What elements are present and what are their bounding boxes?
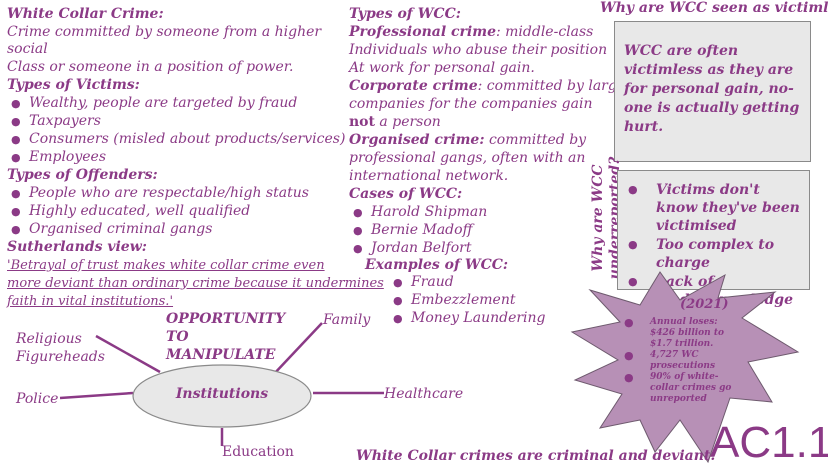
- list-item: Consumers (misled about products/service…: [7, 131, 352, 148]
- list-item: Bernie Madoff: [349, 222, 601, 239]
- list-item: Taxpayers: [7, 113, 352, 130]
- corporate-crime-2: companies for the companies gain: [349, 96, 593, 112]
- opportunity-line-2: TO: [166, 329, 189, 345]
- organised-crime-text: committed by: [484, 132, 587, 148]
- list-item: Fraud: [389, 274, 601, 291]
- corporate-not: not: [349, 114, 375, 130]
- institutions-ellipse: [132, 364, 312, 428]
- wcc-definition-2: Class or someone in a position of power.: [7, 59, 294, 75]
- professional-crime-3: At work for personal gain.: [349, 60, 535, 76]
- wcc-definition-1: Crime committed by someone from a higher…: [7, 24, 322, 57]
- sutherland-quote-1: 'Betrayal of trust makes white collar cr…: [7, 258, 325, 273]
- offenders-list: People who are respectable/high status H…: [7, 185, 352, 238]
- healthcare-label: Healthcare: [384, 386, 464, 402]
- list-item: Highly educated, well qualified: [7, 203, 352, 220]
- list-item: Money Laundering: [389, 310, 601, 327]
- list-item: Victims don't know they've been victimis…: [624, 181, 805, 235]
- opportunity-heading: OPPORTUNITY TO MANIPULATE: [166, 310, 285, 364]
- middle-column: Types of WCC: Professional crime: middle…: [349, 6, 625, 327]
- professional-crime: Professional crime: middle-class: [349, 24, 601, 41]
- organised-crime-2: professional gangs, often with an: [349, 150, 586, 166]
- list-item: Too complex to charge: [624, 236, 805, 272]
- list-item: 4,727 WC prosecutions: [620, 350, 740, 372]
- professional-crime-2: Individuals who abuse their position: [349, 42, 608, 58]
- list-item: Embezzlement: [389, 292, 601, 309]
- list-item: 90% of white-collar crimes go unreported: [620, 372, 740, 405]
- opportunity-line-3: MANIPULATE: [166, 347, 276, 363]
- left-column: White Collar Crime: Crime committed by s…: [7, 6, 384, 310]
- wcc-title: White Collar Crime:: [7, 6, 164, 22]
- list-item: Organised criminal gangs: [7, 221, 352, 238]
- types-of-wcc-title: Types of WCC:: [349, 6, 461, 22]
- list-item: Harold Shipman: [349, 204, 601, 221]
- victimless-answer-box: WCC are often victimless as they are for…: [614, 21, 811, 162]
- section-code: AC1.1: [710, 418, 828, 467]
- cases-title: Cases of WCC:: [349, 186, 463, 202]
- organised-crime-3: international network.: [349, 168, 509, 184]
- victims-title: Types of Victims:: [7, 77, 140, 93]
- religious-label: Religious Figureheads: [16, 330, 105, 366]
- victimless-answer: WCC are often victimless as they are for…: [624, 43, 800, 135]
- list-item: People who are respectable/high status: [7, 185, 352, 202]
- stats-year: (2021): [680, 297, 729, 312]
- religious-line-1: Religious: [16, 331, 82, 347]
- stats-list: Annual loses: $426 billion to $1.7 trill…: [620, 317, 740, 405]
- list-item: Employees: [7, 149, 352, 166]
- list-item: Annual loses: $426 billion to $1.7 trill…: [620, 317, 740, 350]
- institutions-label: Institutions: [175, 386, 269, 402]
- corporate-crime-3: not a person: [349, 114, 601, 131]
- family-label: Family: [323, 312, 371, 328]
- cases-list: Harold Shipman Bernie Madoff Jordan Belf…: [349, 204, 601, 257]
- professional-crime-label: Professional crime: [349, 24, 496, 40]
- examples-list: Fraud Embezzlement Money Laundering: [389, 274, 601, 327]
- organised-crime: Organised crime: committed by: [349, 132, 601, 149]
- religious-line-2: Figureheads: [16, 349, 105, 365]
- corporate-crime-text: : committed by large: [477, 78, 626, 94]
- sutherland-quote-3: faith in vital institutions.': [7, 294, 174, 309]
- corporate-crime: Corporate crime: committed by large: [349, 78, 625, 95]
- police-label: Police: [16, 391, 59, 407]
- offenders-title: Types of Offenders:: [7, 167, 158, 183]
- corporate-crime-text-3: a person: [374, 114, 441, 130]
- victims-list: Wealthy, people are targeted by fraud Ta…: [7, 95, 352, 166]
- list-item: Jordan Belfort: [349, 240, 601, 257]
- sutherland-quote-2: more deviant than ordinary crime because…: [7, 276, 384, 291]
- victimless-question: Why are WCC seen as victimless?: [600, 0, 828, 16]
- sutherland-title: Sutherlands view:: [7, 239, 147, 255]
- examples-title: Examples of WCC:: [365, 257, 509, 273]
- professional-crime-text: : middle-class: [495, 24, 594, 40]
- education-label: Education: [222, 444, 294, 460]
- conclusion: White Collar crimes are criminal and dev…: [356, 448, 716, 464]
- opportunity-line-1: OPPORTUNITY: [166, 311, 286, 327]
- corporate-crime-label: Corporate crime: [349, 78, 478, 94]
- organised-crime-label: Organised crime:: [349, 132, 485, 148]
- list-item: Wealthy, people are targeted by fraud: [7, 95, 352, 112]
